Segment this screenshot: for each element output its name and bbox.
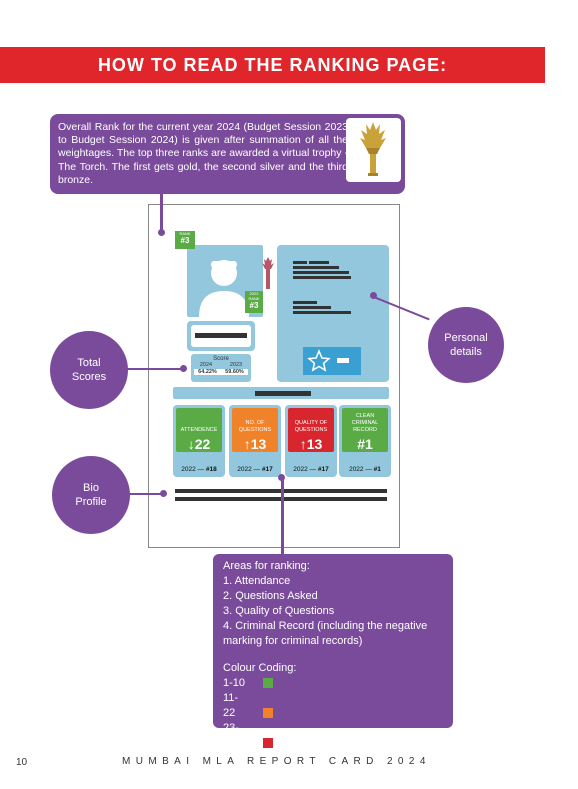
personal-details-box [277,245,389,382]
metric-quality-label: QUALITY OF QUESTIONS [294,420,328,433]
metric-attendance: ATTENDENCE ↓22 2022 — #18 [173,405,225,477]
metric-attendance-value: 22 [194,436,211,452]
personal-details-text: Personal details [444,332,488,358]
previous-rank-year: 2022 [249,291,259,296]
rank-badge: RANK #3 [175,231,195,249]
area-item: 3. Quality of Questions [223,605,335,617]
orange-swatch [263,708,273,719]
areas-for-ranking-box: Areas for ranking: 1. Attendance 2. Ques… [213,554,453,749]
area-item: 2. Questions Asked [223,590,318,602]
metric-quality-value: 13 [306,436,323,452]
metric-attendance-year: 2022 [181,466,196,473]
person-placeholder-icon [199,260,249,317]
metric-questions: NO. OF QUESTIONS ↑13 2022 — #17 [229,405,281,477]
metric-attendance-prev-rank: #18 [205,466,217,473]
rank-value: #3 [180,236,190,245]
previous-rank-badge: 2022 RANK #3 [245,291,263,313]
colour-range-row: 11-22 [223,691,448,721]
section-strip [173,387,389,399]
total-scores-text: Total Scores [71,357,107,383]
metric-quality: QUALITY OF QUESTIONS ↑13 2022 — #17 [285,405,337,477]
metric-quality-year: 2022 [293,466,308,473]
overall-rank-callout: Overall Rank for the current year 2024 (… [50,114,405,194]
arrow-up-icon: ↑ [299,436,307,452]
red-swatch [263,738,273,749]
star-panel [303,347,361,375]
torch-icon-small [262,257,274,289]
bio-profile-text: Bio Profile [75,482,107,508]
score-value-previous: 59.60% [225,369,244,375]
total-scores-label: Total Scores [50,331,128,409]
ranking-page-mockup: RANK #3 2022 RANK #3 Score [148,204,400,548]
metric-questions-label: NO. OF QUESTIONS [238,420,272,433]
metric-quality-prev-rank: #17 [317,466,329,473]
metric-questions-prev-rank: #17 [261,466,273,473]
colour-coding-title: Colour Coding: [223,662,297,674]
score-year-previous: 2023 [229,362,243,368]
colour-range-text: 1-10 [223,677,246,689]
area-item: 1. Attendance [223,575,291,587]
metric-questions-value: 13 [250,436,267,452]
arrow-down-icon: ↓ [187,436,195,452]
score-value-current: 64.22% [198,369,217,375]
photo-frame [187,245,263,317]
previous-rank-label: RANK [248,296,260,301]
footer-title: MUMBAI MLA REPORT CARD 2024 [122,756,431,767]
previous-rank-value: #3 [249,301,259,310]
star-icon [307,349,331,372]
arrow-up-icon: ↑ [243,436,251,452]
metric-criminal-record-year: 2022 [349,466,364,473]
metric-criminal-record-prev-rank: #1 [373,466,381,473]
metric-criminal-record: CLEAN CRIMINAL RECORD #1 2022 — #1 [339,405,391,477]
score-year-current: 2024 [199,362,213,368]
score-title: Score [213,356,229,362]
name-box [187,321,255,351]
areas-title: Areas for ranking: [223,560,310,572]
colour-range-row: 23-34 [223,721,448,751]
overall-rank-note: Overall Rank for the current year 2024 (… [58,121,348,186]
trophy-frame [346,118,401,182]
metric-attendance-label: ATTENDENCE [180,427,218,433]
torch-icon [360,122,386,176]
bio-profile-label: Bio Profile [52,456,130,534]
area-item: 4. Criminal Record (including the negati… [223,620,428,647]
colour-range-text: 11-22 [223,692,239,719]
colour-range-text: 23-34 [223,722,239,749]
metric-criminal-record-label: CLEAN CRIMINAL RECORD [351,413,379,433]
colour-range-row: 1-10 [223,676,448,691]
score-box: Score 2024 2023 64.22% 59.60% [191,354,251,382]
green-swatch [263,678,273,689]
metric-criminal-record-value: #1 [357,436,373,452]
page-number: 10 [16,757,28,768]
page-title: HOW TO READ THE RANKING PAGE: [97,54,448,75]
page-title-banner: HOW TO READ THE RANKING PAGE: [0,47,545,83]
rank-label: RANK [179,231,191,236]
metric-questions-year: 2022 [237,466,252,473]
personal-details-label: Personal details [428,307,504,383]
